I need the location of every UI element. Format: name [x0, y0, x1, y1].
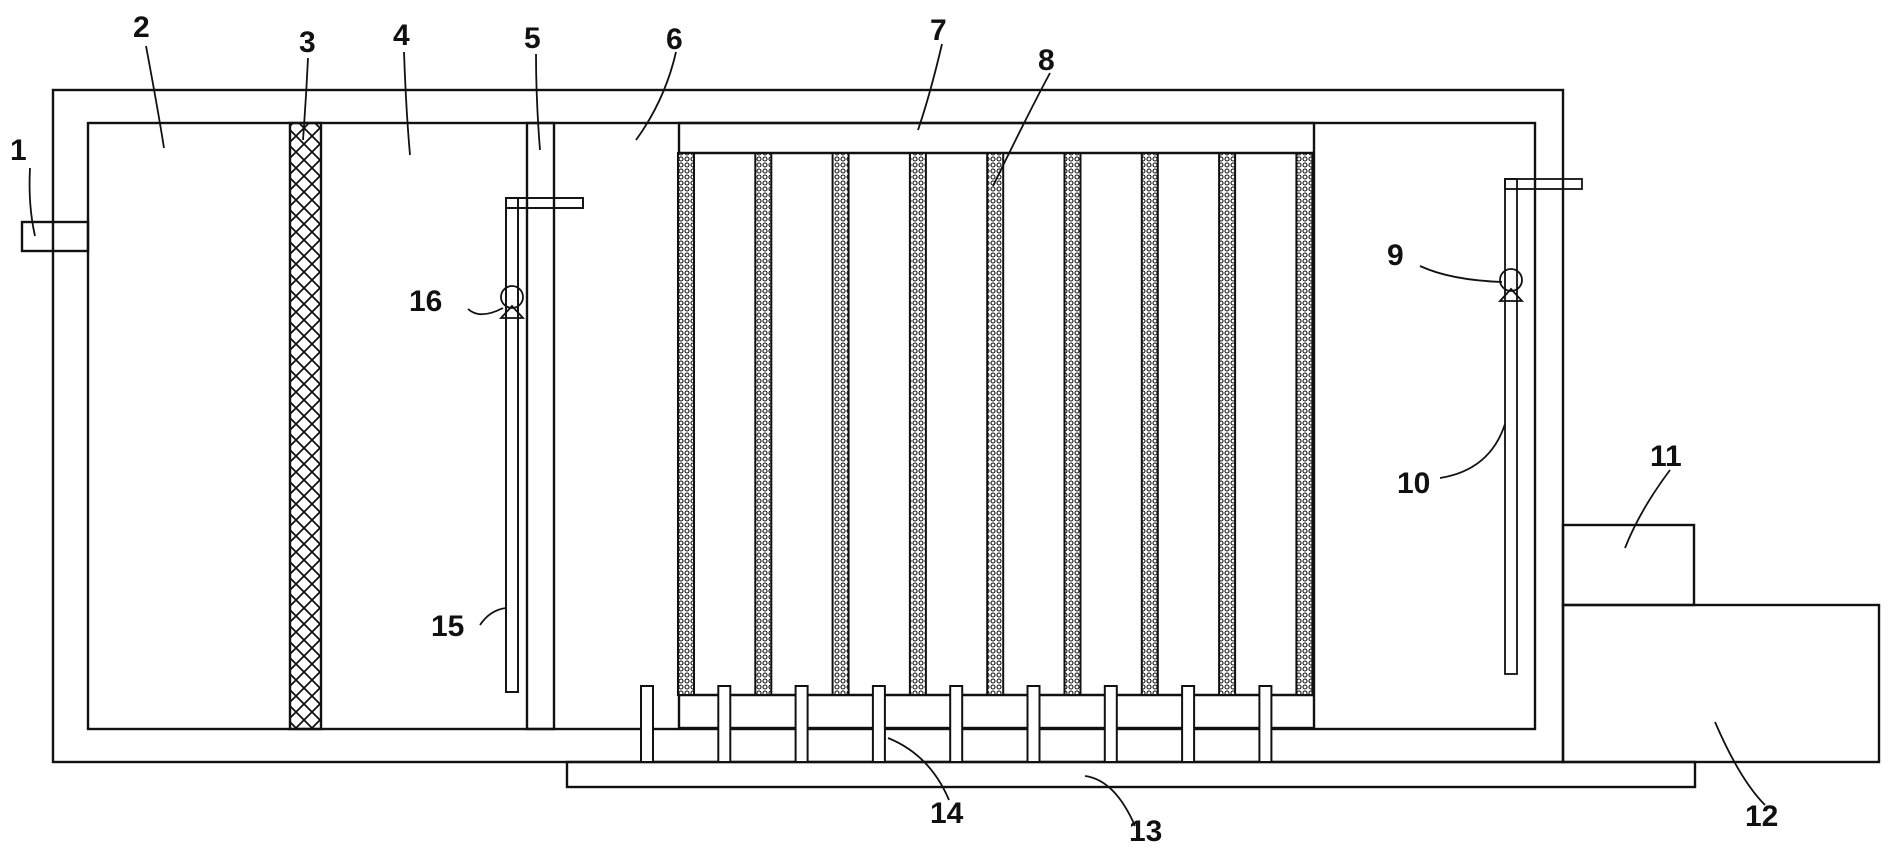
- label-4: 4: [393, 19, 410, 52]
- label-2: 2: [133, 11, 150, 44]
- left-lift-pipe: [505, 197, 584, 693]
- filter-panel: [677, 152, 695, 696]
- label-7: 7: [930, 14, 947, 47]
- outer-tank-wall: [51, 88, 1565, 764]
- label-3: 3: [299, 26, 316, 59]
- inlet-pipe: [20, 220, 90, 253]
- filter-panel: [908, 152, 927, 696]
- left-pump: [498, 285, 526, 319]
- bottom-pipe: [871, 685, 886, 763]
- bottom-base: [565, 760, 1697, 789]
- control-box: [1561, 523, 1696, 607]
- bottom-pipe: [717, 685, 732, 763]
- bottom-pipe: [1026, 685, 1041, 763]
- label-8: 8: [1038, 44, 1055, 77]
- bottom-pipe: [640, 685, 654, 763]
- equipment-base: [1561, 603, 1881, 764]
- partition-wall: [525, 121, 556, 731]
- label-5: 5: [524, 22, 541, 55]
- bottom-pipes: [640, 685, 1273, 763]
- filter-panel: [1295, 152, 1314, 696]
- label-6: 6: [666, 23, 683, 56]
- label-16: 16: [409, 285, 442, 318]
- bottom-pipe: [1258, 685, 1273, 763]
- label-9: 9: [1387, 239, 1404, 272]
- label-10: 10: [1397, 467, 1430, 500]
- hatched-screen: [288, 121, 323, 731]
- bottom-pipe: [949, 685, 964, 763]
- bottom-pipe: [1181, 685, 1196, 763]
- filter-panel: [1218, 152, 1237, 696]
- label-15: 15: [431, 610, 464, 643]
- filter-panel: [831, 152, 850, 696]
- label-12: 12: [1745, 800, 1778, 833]
- label-14: 14: [930, 797, 964, 830]
- filter-panels: [677, 152, 1314, 696]
- bottom-pipe: [794, 685, 809, 763]
- leader-lines: [28, 43, 1766, 827]
- label-1: 1: [10, 134, 27, 167]
- right-pump: [1497, 268, 1525, 302]
- filter-panel: [1140, 152, 1159, 696]
- label-11: 11: [1650, 440, 1682, 473]
- label-13: 13: [1129, 815, 1162, 848]
- filter-panel: [754, 152, 773, 696]
- right-lift-pipe: [1504, 178, 1583, 675]
- filter-panel: [986, 152, 1005, 696]
- filter-panel: [1063, 152, 1082, 696]
- bottom-pipe: [1103, 685, 1118, 763]
- part-labels: 1 2 3 4 5 6 7 8 9 10 11 12 13 14 15 16: [10, 11, 1778, 848]
